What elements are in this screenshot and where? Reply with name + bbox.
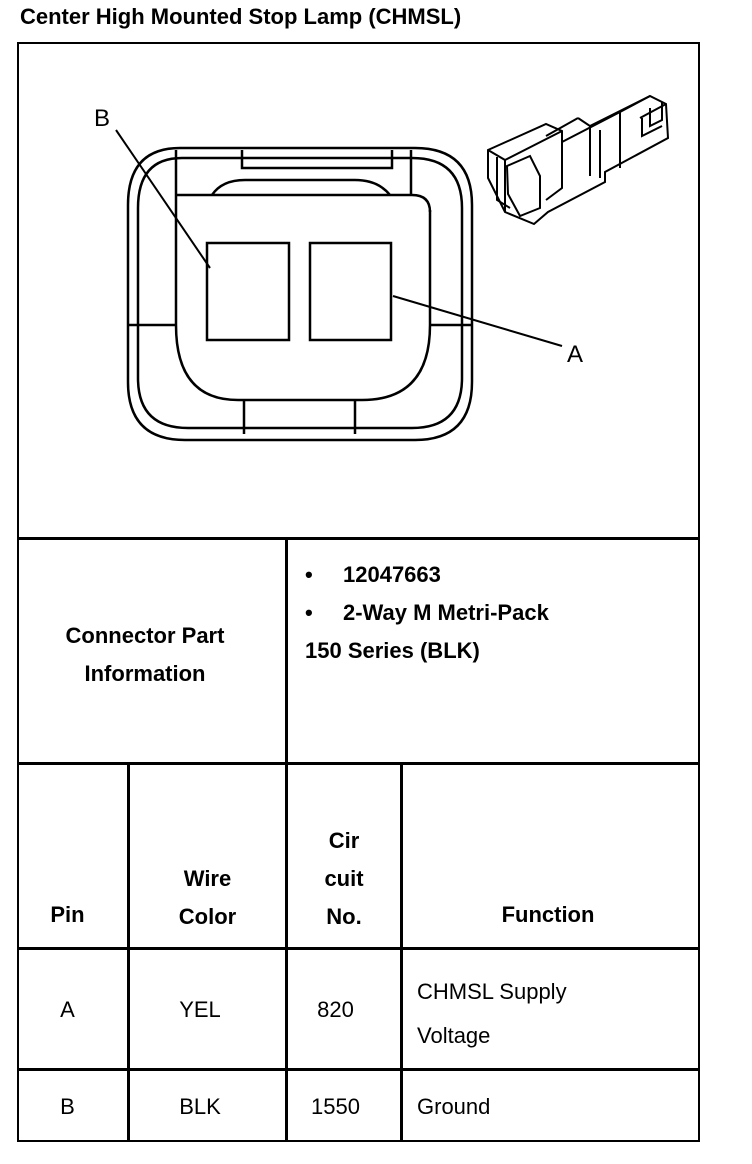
connector-housing-outer	[126, 146, 474, 442]
connector-description-line2: 150 Series (BLK)	[305, 638, 480, 663]
divider-col-circuit	[400, 762, 403, 1142]
connector-description-line1: 2-Way M Metri-Pack	[343, 600, 549, 625]
connector-housing-inner	[136, 156, 464, 430]
pin-label-a: A	[567, 341, 583, 368]
table-row-a-circuit: 820	[317, 997, 354, 1022]
table-row-b-circuit: 1550	[311, 1094, 360, 1119]
connector-isometric-icon	[487, 94, 670, 226]
divider-connector-info-bottom	[17, 762, 700, 765]
table-row-a-pin: A	[60, 997, 75, 1022]
divider-col-wire	[285, 762, 288, 1142]
header-function: Function	[501, 902, 595, 927]
table-row-a-wire-color: YEL	[179, 997, 221, 1022]
bullet-icon: •	[305, 600, 313, 625]
pin-label-b: B	[94, 105, 110, 132]
divider-col-pin	[127, 762, 130, 1142]
bullet-item-part-number: • 12047663	[305, 556, 695, 594]
header-circuit-number: Cir cuit No.	[324, 828, 364, 929]
connector-info-details: • 12047663 • 2-Way M Metri-Pack 150 Series…	[305, 556, 695, 670]
part-number: 12047663	[343, 562, 441, 587]
connector-diagram: B A	[94, 94, 670, 442]
table-row-b-pin: B	[60, 1094, 75, 1119]
table-row-b-wire-color: BLK	[179, 1094, 221, 1119]
header-pin: Pin	[50, 902, 85, 927]
bullet-icon: •	[305, 562, 313, 587]
divider-row-a	[17, 1068, 700, 1071]
connector-latch	[174, 150, 413, 195]
bullet-item-description: • 2-Way M Metri-Pack	[305, 594, 695, 632]
divider-header	[17, 947, 700, 950]
connector-cavity	[174, 324, 432, 402]
page-title: Center High Mounted Stop Lamp (CHMSL)	[20, 4, 462, 29]
connector-info-label: Connector Part Information	[65, 623, 225, 686]
terminal-cavity-a	[308, 241, 393, 342]
terminal-cavity-b	[205, 241, 291, 342]
header-wire-color: Wire Color	[178, 866, 237, 929]
table-row-a-function: CHMSL Supply Voltage	[417, 979, 567, 1048]
divider-connector-info	[285, 537, 288, 764]
divider-diagram	[17, 537, 700, 540]
pinout-frame	[17, 42, 700, 1142]
table-row-b-function: Ground	[417, 1094, 491, 1119]
